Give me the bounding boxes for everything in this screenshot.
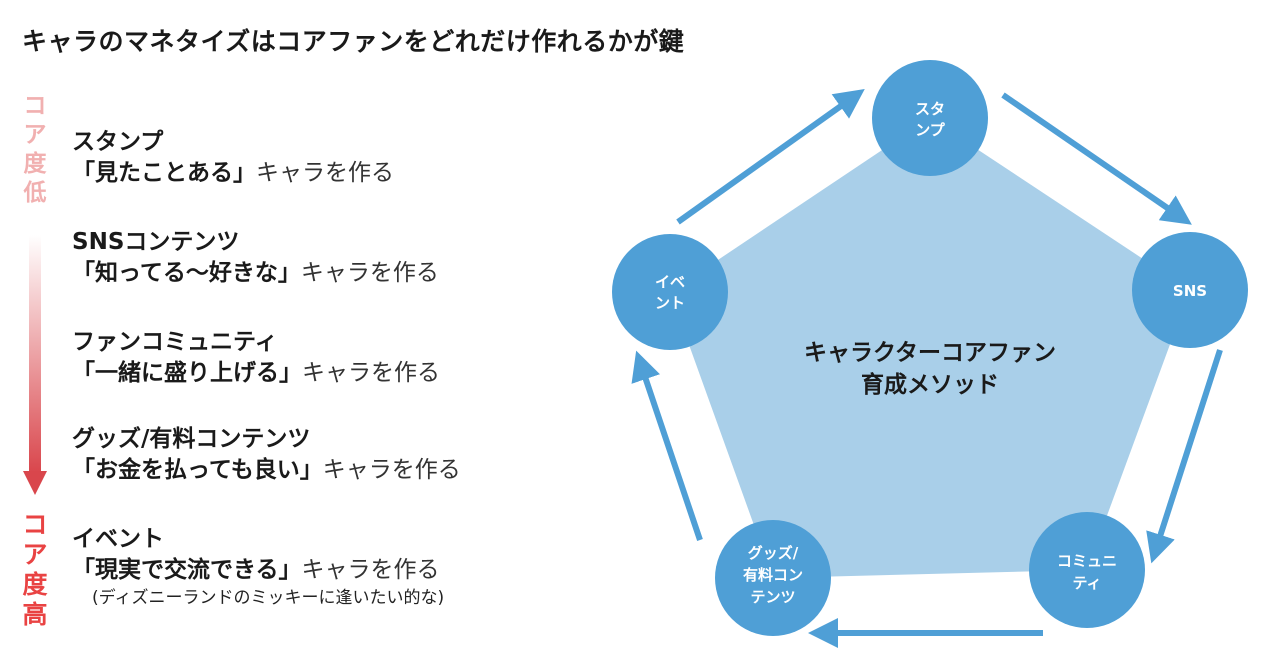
cycle-arrow: [676, 89, 865, 225]
stage-quote: 「お金を払っても良い」: [72, 457, 323, 483]
svg-text:スタ: スタ: [915, 100, 945, 118]
node-label: コミュニ: [1057, 552, 1117, 570]
page-title: キャラのマネタイズはコアファンをどれだけ作れるかが鍵: [22, 27, 685, 56]
stage-name: グッズ/有料コンテンツ: [72, 426, 311, 452]
core-high-label: コ ア 度 高: [18, 510, 52, 630]
stage-quote: 「見たことある」: [72, 160, 256, 186]
stage-item: スタンプ 「見たことある」キャラを作る: [72, 127, 592, 189]
stage-description: 「知ってる〜好きな」キャラを作る: [72, 258, 592, 289]
stage-quote: 「現実で交流できる」: [72, 557, 302, 583]
cycle-node-stamp: スタ ンプ: [872, 60, 988, 176]
node-label: ティ: [1072, 574, 1101, 592]
svg-text:SNS: SNS: [1173, 282, 1207, 300]
stage-item: イベント 「現実で交流できる」キャラを作る (ディズニーランドのミッキーに逢いた…: [72, 524, 592, 610]
core-degree-arrow: [23, 235, 47, 495]
cycle-arrow: [1001, 92, 1192, 225]
cycle-center-title: キャラクターコアファン: [804, 340, 1056, 366]
stage-item: グッズ/有料コンテンツ 「お金を払っても良い」キャラを作る: [72, 424, 592, 486]
stage-name: スタンプ: [72, 129, 164, 155]
stage-suffix: キャラを作る: [300, 260, 439, 286]
node-label: ント: [655, 294, 685, 312]
node-label: 有料コン: [743, 566, 803, 584]
svg-text:テンツ: テンツ: [750, 588, 795, 606]
svg-text:コミュニ: コミュニ: [1057, 552, 1117, 570]
core-low-char: ア: [23, 122, 47, 148]
svg-text:ント: ント: [655, 294, 685, 312]
core-high-char: ア: [22, 540, 48, 569]
core-low-char: 度: [23, 151, 47, 177]
stage-suffix: キャラを作る: [301, 557, 440, 583]
svg-text:ティ: ティ: [1072, 574, 1101, 592]
pentagon-shape: [670, 118, 1190, 578]
cycle-arrows: [631, 89, 1223, 648]
node-label: SNS: [1173, 282, 1207, 300]
stage-suffix: キャラを作る: [256, 160, 394, 186]
svg-text:キャラクターコアファン: キャラクターコアファン: [804, 340, 1056, 366]
stage-suffix: キャラを作る: [302, 360, 440, 386]
stage-name: ファンコミュニティ: [72, 329, 278, 355]
core-high-char: 高: [22, 600, 48, 629]
core-low-char: コ: [23, 93, 47, 119]
svg-text:ンプ: ンプ: [915, 121, 946, 139]
svg-text:グッズ/: グッズ/: [748, 544, 799, 562]
stage-name: SNSコンテンツ: [72, 229, 240, 255]
cycle-node-goods: グッズ/ 有料コン テンツ: [715, 520, 831, 636]
cycle-arrow: [1146, 349, 1223, 564]
stage-description: 「現実で交流できる」キャラを作る: [72, 555, 592, 586]
stage-quote: 「一緒に盛り上げる」: [72, 360, 302, 386]
stage-description: 「一緒に盛り上げる」キャラを作る: [72, 358, 592, 389]
cycle-node-sns: SNS: [1132, 232, 1248, 348]
stage-item: ファンコミュニティ 「一緒に盛り上げる」キャラを作る: [72, 327, 592, 389]
core-low-label: コ ア 度 低: [18, 92, 52, 208]
stage-name: イベント: [72, 526, 164, 552]
stage-description: 「お金を払っても良い」キャラを作る: [72, 455, 592, 486]
cycle-node-community: コミュニ ティ: [1029, 512, 1145, 628]
cycle-arrow: [631, 350, 703, 541]
core-high-char: 度: [22, 570, 48, 599]
cycle-node-event: イベ ント: [612, 234, 728, 350]
core-low-char: 低: [23, 180, 47, 206]
node-label: ンプ: [915, 121, 946, 139]
stage-quote: 「知ってる〜好きな」: [72, 260, 301, 286]
stage-description: 「見たことある」キャラを作る: [72, 158, 592, 189]
node-label: グッズ/: [748, 544, 799, 562]
stage-suffix: キャラを作る: [322, 457, 461, 483]
cycle-center-subtitle: 育成メソッド: [861, 371, 999, 398]
svg-text:育成メソッド: 育成メソッド: [861, 371, 999, 398]
node-label: テンツ: [750, 588, 795, 606]
core-high-char: コ: [22, 510, 48, 539]
svg-text:有料コン: 有料コン: [743, 566, 803, 584]
node-label: イベ: [655, 273, 685, 291]
svg-text:イベ: イベ: [655, 273, 685, 291]
node-label: スタ: [915, 100, 945, 118]
stage-note: (ディズニーランドのミッキーに逢いたい的な): [92, 588, 445, 608]
stage-item: SNSコンテンツ 「知ってる〜好きな」キャラを作る: [72, 227, 592, 289]
